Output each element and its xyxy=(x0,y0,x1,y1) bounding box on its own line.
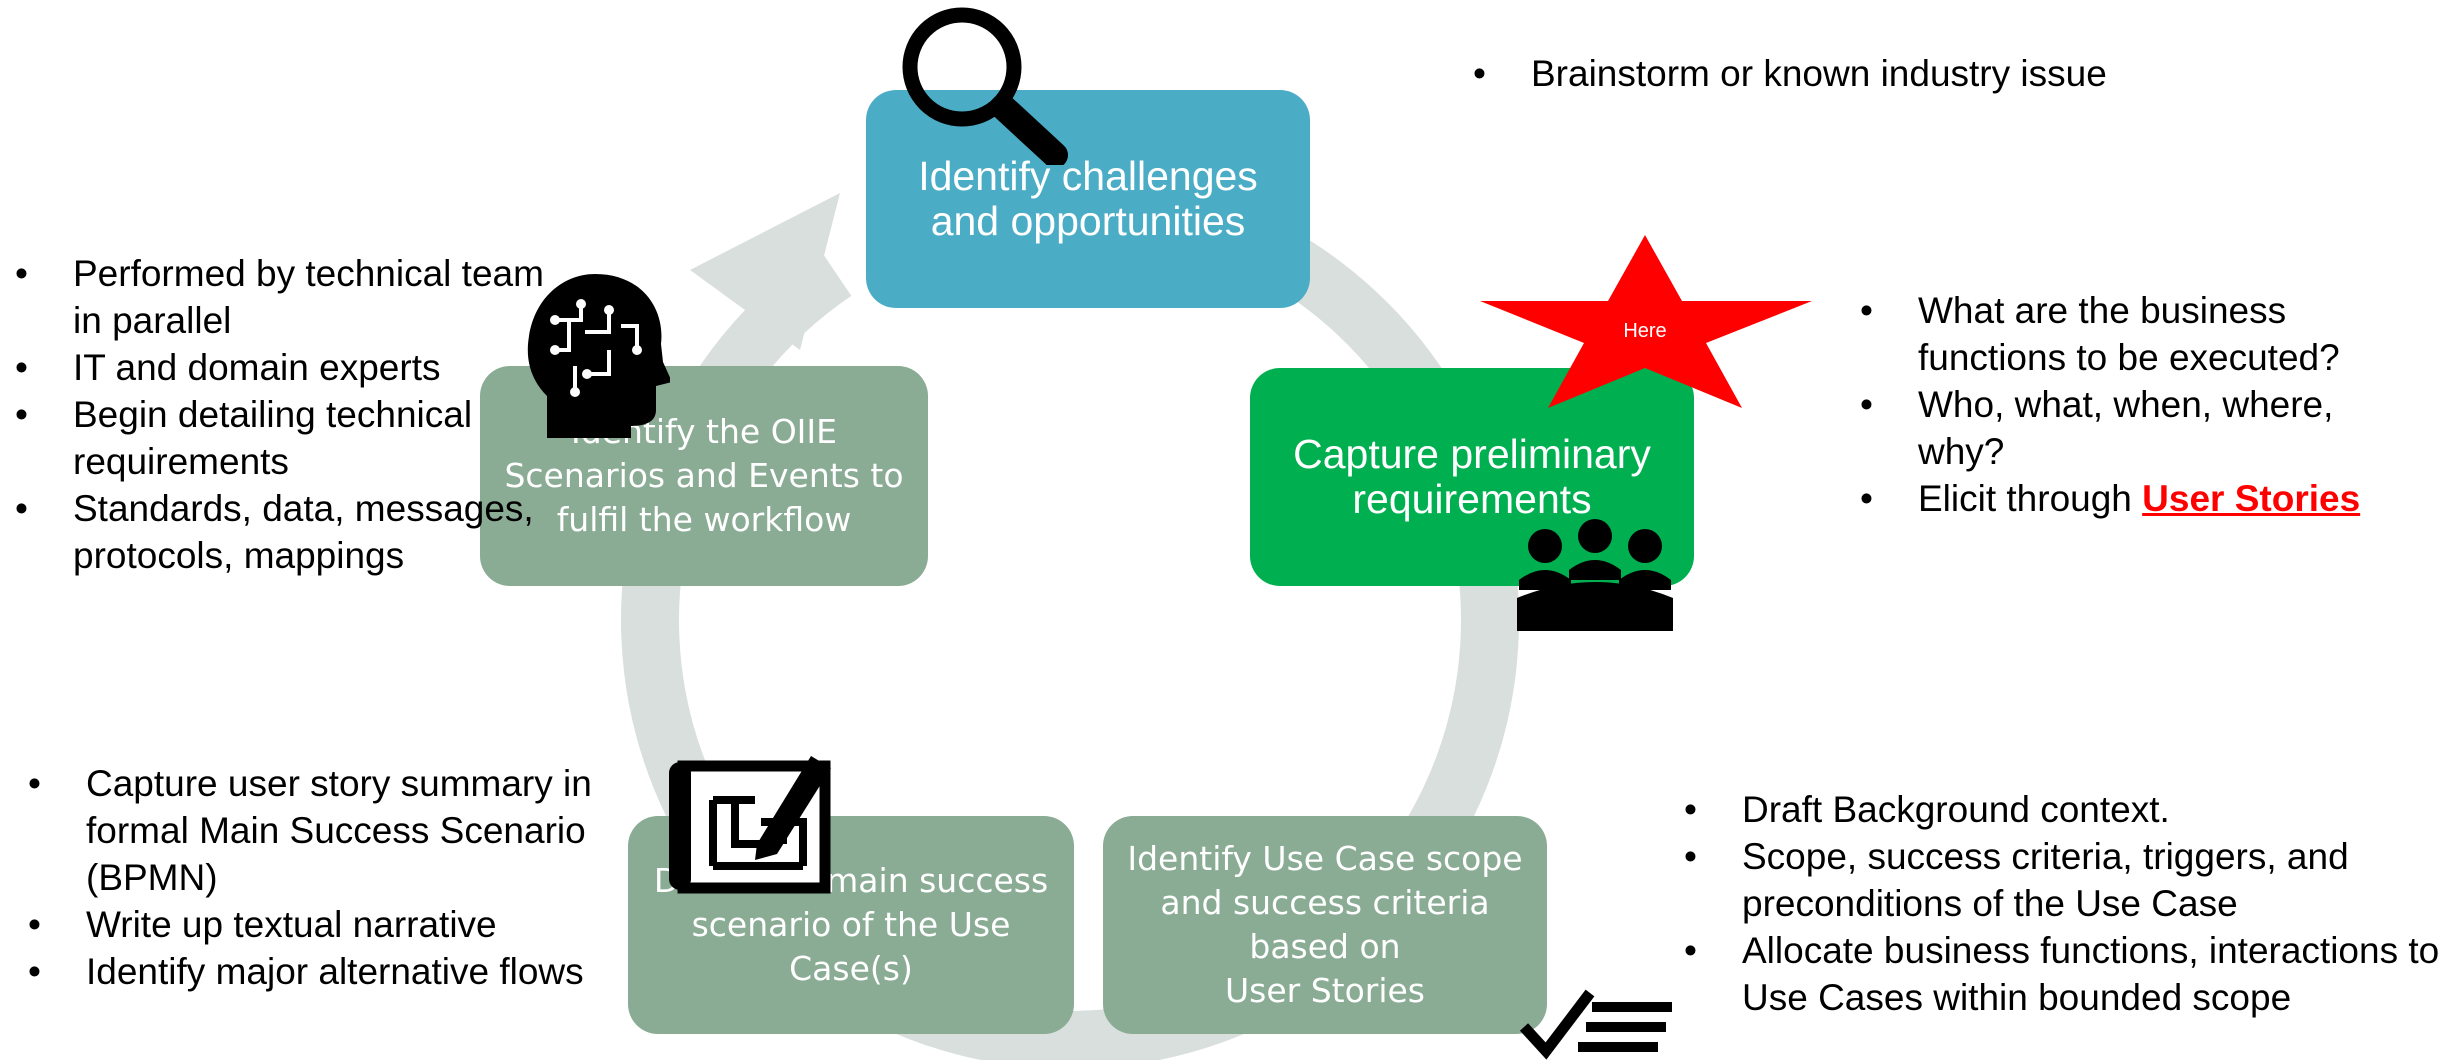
notes-use-case-scope: Draft Background context.Scope, success … xyxy=(1684,786,2444,1021)
note-item: Capture user story summary in formal Mai… xyxy=(28,760,648,901)
step-line: and opportunities xyxy=(930,198,1246,244)
step-line: Case(s) xyxy=(789,949,913,988)
step-line: Capture preliminary xyxy=(1293,431,1651,477)
notes-main-scenario: Capture user story summary in formal Mai… xyxy=(28,760,648,995)
note-item: Draft Background context. xyxy=(1684,786,2444,833)
user-stories-link[interactable]: User Stories xyxy=(2142,478,2361,519)
here-marker-label: Here xyxy=(1623,320,1667,342)
step-identify-use-case-scope: Identify Use Case scope and success crit… xyxy=(1103,816,1547,1034)
step-line: Identify Use Case scope xyxy=(1127,839,1523,878)
step-capture-requirements: Capture preliminary requirements xyxy=(1250,368,1694,586)
checklist-icon xyxy=(1520,989,1672,1060)
note-item: Scope, success criteria, triggers, and p… xyxy=(1684,833,2444,927)
elicit-prefix: Elicit through xyxy=(1918,478,2143,519)
step-line: fulfil the workflow xyxy=(556,500,852,539)
step-line: Scenarios and Events to xyxy=(504,456,904,495)
magnifier-icon xyxy=(902,7,1068,165)
note-item: Standards, data, messages, protocols, ma… xyxy=(15,485,560,579)
note-item: Identify major alternative flows xyxy=(28,948,648,995)
brain-circuit-head-icon xyxy=(527,274,670,438)
cycle-arrowhead xyxy=(690,193,840,350)
note-item: Performed by technical team in parallel xyxy=(15,250,560,344)
step-line: scenario of the Use xyxy=(691,905,1011,944)
step-line: User Stories xyxy=(1224,971,1425,1010)
step-line: based on xyxy=(1249,927,1401,966)
notes-capture-requirements: What are the business functions to be ex… xyxy=(1860,287,2420,522)
note-item: What are the business functions to be ex… xyxy=(1860,287,2420,381)
note-item: IT and domain experts xyxy=(15,344,560,391)
note-item: Write up textual narrative xyxy=(28,901,648,948)
notes-oiie-scenarios: Performed by technical team in parallelI… xyxy=(15,250,560,579)
star-icon xyxy=(1480,235,1812,408)
note-item-elicit: Elicit through User Stories xyxy=(1860,475,2420,522)
people-group-icon xyxy=(1517,519,1673,631)
note-item: Allocate business functions, interaction… xyxy=(1684,927,2444,1021)
note-item: Brainstorm or known industry issue xyxy=(1473,50,2333,97)
step-line: and success criteria xyxy=(1160,883,1490,922)
step-line: Identify challenges xyxy=(918,153,1258,199)
step-line: requirements xyxy=(1352,476,1592,522)
notes-identify-challenges: Brainstorm or known industry issue xyxy=(1473,50,2333,97)
note-item: Who, what, when, where, why? xyxy=(1860,381,2420,475)
note-item: Begin detailing technical requirements xyxy=(15,391,560,485)
blueprint-pencil-icon xyxy=(669,756,831,894)
step-identify-challenges: Identify challenges and opportunities xyxy=(866,90,1310,308)
